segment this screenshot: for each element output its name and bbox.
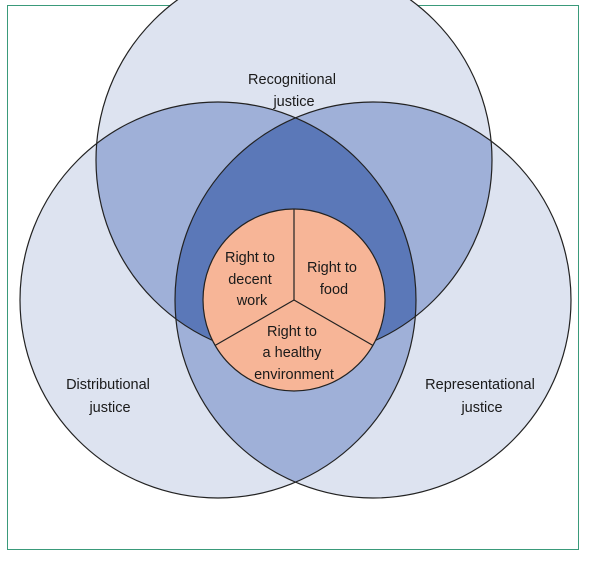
label-right-food: Right to food (307, 260, 361, 298)
label-representational: Representational justice (425, 377, 539, 416)
rights-core (202, 208, 386, 392)
label-right-healthy-environment: Right to a healthy environment (254, 324, 334, 383)
label-recognitional: Recognitional justice (248, 72, 340, 110)
label-right-decent-work: Right to decent work (225, 250, 279, 309)
core-divider-left (214, 299, 295, 347)
core-divider-right (293, 299, 374, 347)
label-distributional: Distributional justice (66, 377, 154, 416)
